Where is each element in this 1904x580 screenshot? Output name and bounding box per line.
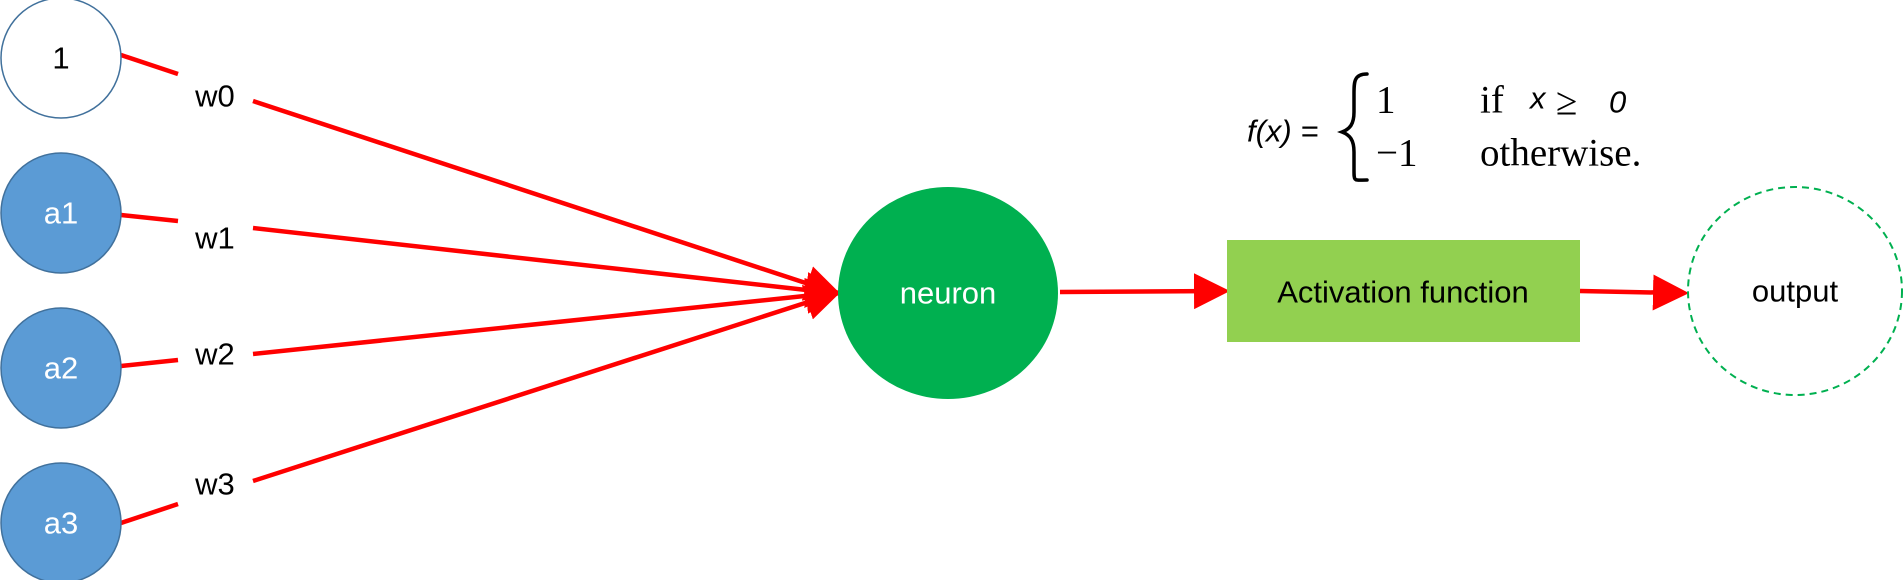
formula-case1-op: ≥: [1556, 81, 1577, 124]
weight-label-w3: w3: [194, 467, 235, 502]
input-node-a3: a3: [0, 462, 122, 580]
activation-formula: f(x) = 1 if x ≥ 0 −1 otherwise.: [1247, 72, 1641, 182]
weight-label-w2: w2: [194, 337, 235, 372]
arrow-w0-neuron: [252, 98, 842, 301]
formula-case2-condition: otherwise.: [1480, 132, 1641, 175]
formula-case1-x: x: [1528, 81, 1547, 116]
output-label: output: [1752, 274, 1839, 309]
neuron-node: neuron: [838, 187, 1058, 399]
input-links: [120, 52, 179, 526]
neuron-label: neuron: [900, 276, 997, 311]
input-label: a2: [44, 351, 78, 386]
link-a1-w1: [120, 212, 179, 224]
arrow-w3-neuron: [252, 285, 842, 484]
input-label: a1: [44, 196, 78, 231]
formula-case2-value: −1: [1376, 132, 1418, 175]
weight-links: [252, 98, 842, 484]
formula-case1-value: 1: [1376, 79, 1396, 122]
input-node-a2: a2: [0, 307, 122, 429]
input-label: a3: [44, 506, 78, 541]
activation-function-box: Activation function: [1227, 240, 1580, 342]
weight-label-w1: w1: [194, 221, 235, 256]
activation-label: Activation function: [1277, 275, 1529, 310]
input-node-a1: a1: [0, 152, 122, 274]
arrow-w1-neuron: [252, 225, 842, 308]
input-node-bias: 1: [0, 0, 122, 119]
formula-brace: [1337, 72, 1369, 182]
arrow-w2-neuron: [252, 277, 842, 357]
link-bias-w0: [120, 52, 179, 77]
formula-lhs: f(x) =: [1247, 114, 1318, 149]
formula-case1-zero: 0: [1609, 85, 1626, 120]
output-node: output: [1687, 186, 1903, 396]
link-a3-w3: [120, 501, 179, 526]
arrow-activation-output: [1579, 274, 1689, 311]
arrow-neuron-activation: [1059, 273, 1230, 310]
input-label: 1: [52, 41, 69, 76]
formula-case1-if: if: [1480, 79, 1504, 122]
weight-label-w0: w0: [194, 79, 235, 114]
link-a2-w2: [120, 357, 179, 369]
